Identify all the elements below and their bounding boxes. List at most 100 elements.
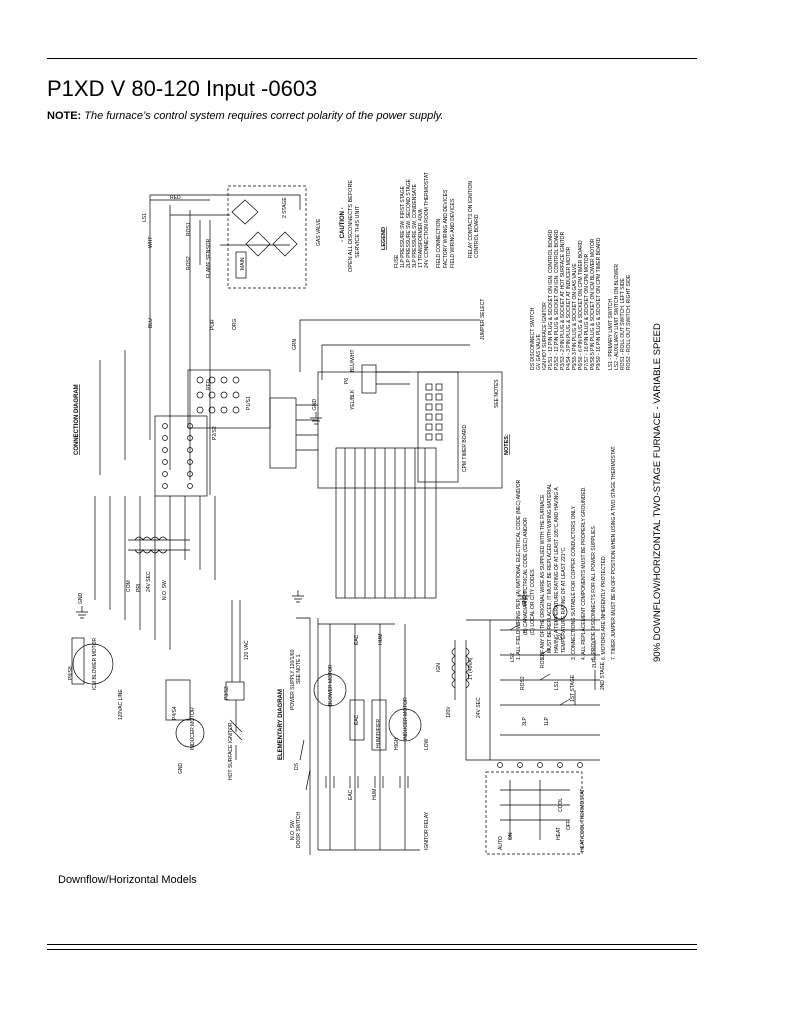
conn-label-icm-blower: ICM BLOWER MOTOR bbox=[92, 637, 98, 690]
elem-blower-motor bbox=[313, 673, 347, 707]
note-label: NOTE: bbox=[47, 110, 82, 122]
ground-symbol-4 bbox=[310, 412, 322, 425]
header-rule bbox=[47, 58, 697, 59]
elem-label-thermostat: HEAT/COOL THERMOSTAT bbox=[580, 789, 586, 852]
elem-label-2lp: 2LP bbox=[592, 658, 598, 668]
abbreviation-item: P6/S6 - 6 PIN PLUG & SOCKET ON CPM TIMER… bbox=[578, 240, 584, 370]
elem-label-24v: 24V SEC bbox=[476, 697, 482, 718]
note-item: 1. ALL FIELD WIRING PER: (A) NATIONAL EL… bbox=[516, 479, 522, 660]
legend-item: FUSE bbox=[394, 254, 400, 268]
elem-label-blower-motor: BLOWER MOTOR bbox=[328, 664, 334, 706]
elem-label-first-stage: 1ST STAGE bbox=[570, 674, 576, 702]
polarity-note: NOTE: The furnace’s control system requi… bbox=[47, 110, 443, 122]
conn-label-com: COM bbox=[126, 580, 132, 592]
elem-label-off: OFF bbox=[566, 820, 572, 830]
legend-item: RELAY CONTACTS ON IGNITION bbox=[468, 181, 474, 258]
elem-label-ros2: ROS2 bbox=[520, 676, 526, 690]
conn-label-gnd-left: GND bbox=[78, 593, 84, 605]
note-item: (C) LOCAL OR CITY CODES. bbox=[530, 568, 536, 635]
plug-p4s4 bbox=[165, 679, 191, 721]
elem-door-switch bbox=[299, 739, 311, 791]
ground-symbol-3 bbox=[518, 590, 530, 603]
elem-contacts bbox=[325, 776, 409, 788]
conn-label-org: ORG bbox=[232, 319, 238, 331]
elem-power-line bbox=[296, 617, 319, 855]
elem-label-high: HIGH bbox=[394, 737, 400, 750]
conn-label-grn: GRN bbox=[292, 339, 298, 351]
note-item: 6. MOTORS ARE INHERENTLY PROTECTED. bbox=[601, 555, 607, 660]
conn-label-120vac-line: 120VAC LINE bbox=[118, 689, 124, 720]
conn-label-120vac: 120 VAC bbox=[244, 640, 250, 660]
elem-label-gv: GV bbox=[558, 632, 564, 640]
elem-label-hum-2: HUM bbox=[372, 789, 378, 800]
elem-label-ls2: LS2 bbox=[510, 653, 516, 662]
footer-rule-thin bbox=[47, 949, 697, 950]
conn-label-inducer: INDUCER MOTOR bbox=[190, 707, 196, 750]
thermostat-internals bbox=[500, 780, 570, 840]
conn-label-two-stage: 2 STAGE bbox=[282, 197, 288, 218]
conn-label-p1s1: P1/S1 bbox=[246, 396, 252, 410]
conn-label-cpm-timer: CPM TIMER BOARD bbox=[462, 424, 468, 472]
abbreviation-item: P9/S9 - 16 PIN PLUG & SOCKET ON CPM TIME… bbox=[596, 237, 602, 370]
hot-surface-ignitor bbox=[229, 700, 243, 741]
control-board-main bbox=[317, 371, 503, 489]
legend-item: FACTORY WIRING AND DEVICES bbox=[443, 189, 449, 268]
timer-board-pins bbox=[425, 383, 443, 441]
abbreviation-item: P2/S2 - 12 PIN PLUG & SOCKET ON IGN. CON… bbox=[554, 229, 560, 370]
abbreviation-item: P5/S5 3 PIN PLUG & SOCKET ON GAS VALVE bbox=[572, 263, 578, 370]
elem-label-auto: AUTO bbox=[498, 836, 504, 850]
conn-label-yel-blk: YEL/BLK bbox=[350, 389, 356, 410]
diagram-side-title: 90% DOWNFLOW/HORIZONTAL TWO-STAGE FURNAC… bbox=[652, 323, 663, 662]
abbreviation-item: LS1 - PRIMARY LIMIT SWITCH bbox=[608, 298, 614, 370]
legend-item: 1T TRANSFORMER 40VA bbox=[418, 208, 424, 268]
elem-label-ign: IGN bbox=[436, 663, 442, 672]
elem-label-see-note-1: SEE NOTE 1 bbox=[296, 654, 302, 684]
elem-humidifier-box bbox=[371, 699, 387, 751]
abbreviation-item: P3/S3 - 2 PIN PLUG & SOCKET AT HOT SURFA… bbox=[560, 231, 566, 370]
note-text: The furnace’s control system requires co… bbox=[84, 110, 444, 122]
plug-p2s2 bbox=[154, 415, 208, 497]
elem-label-heat: HEAT bbox=[556, 827, 562, 840]
p2s2-pins bbox=[162, 423, 193, 489]
caution-line-1: OPEN ALL DISCONNECTS BEFORE bbox=[348, 180, 354, 272]
gas-valve-bridge-1 bbox=[231, 199, 271, 257]
control-board-p1s1 bbox=[187, 369, 271, 429]
thermostat-terminals bbox=[497, 762, 583, 768]
terminal-strip bbox=[269, 397, 297, 469]
conn-label-p2s2: P2/S2 bbox=[212, 426, 218, 440]
note-item: HAVING A TEMPERATURE RATING OF AT LEAST … bbox=[554, 487, 560, 653]
plug-p6 bbox=[361, 364, 377, 394]
note-item: 5. PROVIDE DISCONNECTS FOR ALL POWER SUP… bbox=[591, 525, 597, 660]
elem-label-transformer: 1T (40VA) bbox=[468, 657, 474, 680]
elem-label-ls1: LS1 bbox=[554, 681, 560, 690]
footer-caption: Downflow/Horizontal Models bbox=[58, 874, 197, 886]
caution-line-2: SERVICE THIS UNIT bbox=[355, 205, 361, 258]
abbreviation-item: P4/S4 - 3 PIN PLUG & SOCKET AT INDUCER M… bbox=[566, 246, 572, 370]
conn-label-flame-sensor: FLAME SENSOR bbox=[206, 238, 212, 278]
elem-limit-chain bbox=[500, 629, 600, 736]
note-item: 2. IF ANY OF THE ORIGINAL WIRE AS SUPPLI… bbox=[540, 494, 546, 660]
elem-label-power-supply: POWER SUPPLY 120/1/60 bbox=[290, 649, 296, 710]
abbreviation-item: P8/S8 5 PIN PLUG & SOCKET ON ICM BLOWER … bbox=[590, 238, 596, 370]
legend-item: FIELD WIRING AND DEVICES bbox=[450, 198, 456, 268]
elem-label-gnd: GND bbox=[522, 595, 528, 607]
conn-label-ros2: ROS2 bbox=[186, 256, 192, 270]
legend-item: 3LP PRESSURE SW, CONDENSATE bbox=[412, 183, 418, 268]
conn-label-gas-valve: GAS VALVE bbox=[316, 218, 322, 246]
notes-heading: NOTES: bbox=[504, 434, 510, 455]
elem-label-eac-2: EAC bbox=[354, 714, 360, 725]
thermostat-box bbox=[485, 771, 583, 855]
conn-label-gnd-top: GND bbox=[312, 399, 318, 411]
legend-item: 24V CONNECTION ROOM THERMOSTAT bbox=[424, 172, 430, 268]
conn-label-p3s3: P3/S3 bbox=[224, 686, 230, 700]
elem-label-eac-1: EAC bbox=[354, 634, 360, 645]
gas-valve-box bbox=[227, 185, 307, 289]
legend-heading: LEGEND bbox=[381, 227, 387, 250]
icm-blower-motor bbox=[72, 643, 114, 685]
elem-label-no-sw: N.O. SW bbox=[290, 820, 296, 840]
conn-label-wht-1: WHT bbox=[148, 237, 154, 248]
p1s1-pins bbox=[196, 376, 240, 414]
elem-rails bbox=[318, 623, 420, 851]
page-title: P1XD V 80-120 Input -0603 bbox=[47, 76, 318, 101]
